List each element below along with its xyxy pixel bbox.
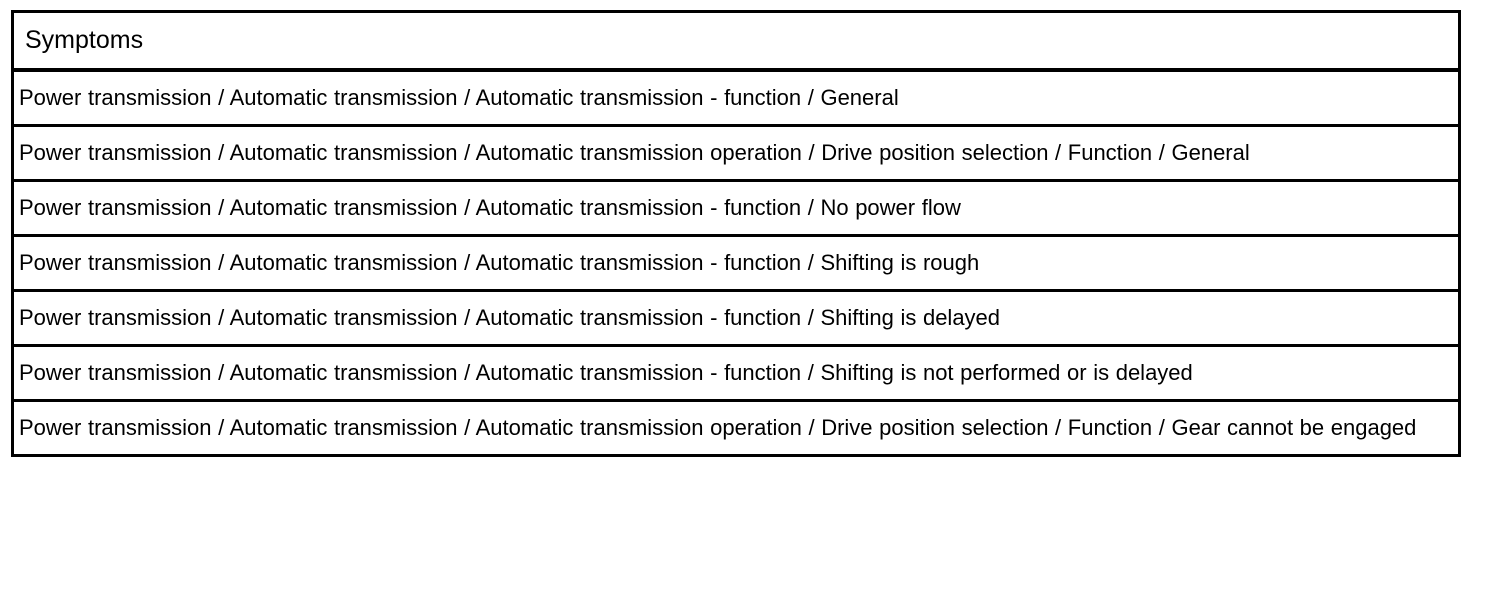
symptoms-header: Symptoms xyxy=(11,10,1461,72)
table-row: Power transmission / Automatic transmiss… xyxy=(11,179,1461,237)
table-row: Power transmission / Automatic transmiss… xyxy=(11,289,1461,347)
table-row: Power transmission / Automatic transmiss… xyxy=(11,234,1461,292)
symptom-cell: Power transmission / Automatic transmiss… xyxy=(11,289,1461,347)
table-row: Power transmission / Automatic transmiss… xyxy=(11,399,1461,457)
symptom-cell: Power transmission / Automatic transmiss… xyxy=(11,68,1461,127)
symptom-cell: Power transmission / Automatic transmiss… xyxy=(11,179,1461,237)
table-row: Power transmission / Automatic transmiss… xyxy=(11,124,1461,182)
table-row: Power transmission / Automatic transmiss… xyxy=(11,344,1461,402)
symptoms-table: Symptoms Power transmission / Automatic … xyxy=(11,10,1461,457)
symptom-cell: Power transmission / Automatic transmiss… xyxy=(11,124,1461,182)
symptom-cell: Power transmission / Automatic transmiss… xyxy=(11,344,1461,402)
table-row: Power transmission / Automatic transmiss… xyxy=(11,68,1461,127)
symptom-cell: Power transmission / Automatic transmiss… xyxy=(11,234,1461,292)
symptom-cell: Power transmission / Automatic transmiss… xyxy=(11,399,1461,457)
symptoms-header-row: Symptoms xyxy=(11,10,1461,72)
